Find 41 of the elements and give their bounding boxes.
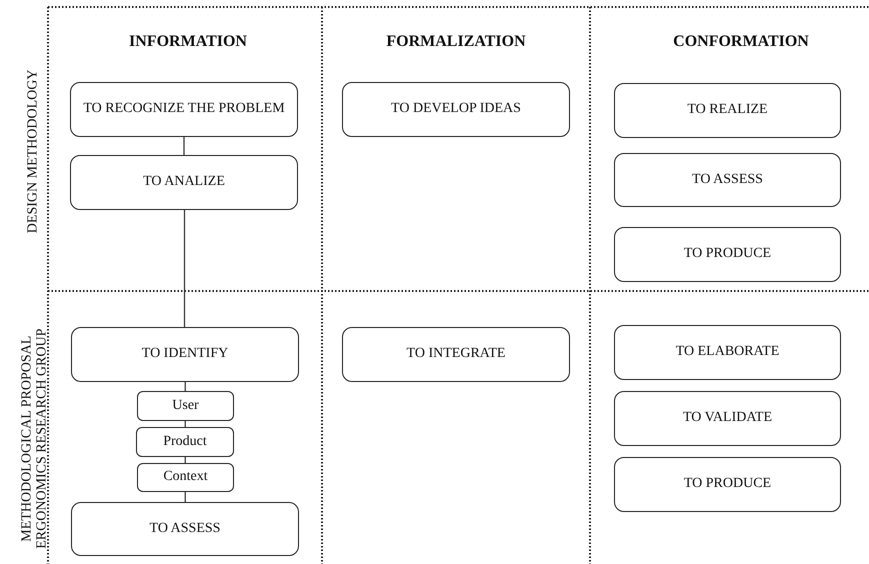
connector-line <box>183 137 185 155</box>
box-label: User <box>172 398 199 414</box>
box-label: TO DEVELOP IDEAS <box>391 101 521 118</box>
process-box <box>137 463 234 492</box>
process-box <box>614 391 841 446</box>
box-label: TO PRODUCE <box>684 476 772 493</box>
box-label: TO ASSESS <box>692 172 763 188</box>
box-label: TO ELABORATE <box>676 344 780 361</box>
column-heading: CONFORMATION <box>673 33 809 51</box>
process-box <box>70 155 298 210</box>
box-label: TO PRODUCE <box>684 246 772 263</box>
box-label: TO ANALIZE <box>143 174 225 191</box>
connector-line <box>184 382 186 391</box>
box-label: TO RECOGNIZE THE PROBLEM <box>83 101 285 118</box>
connector-line <box>184 457 186 463</box>
process-box <box>614 457 841 512</box>
box-label: TO VALIDATE <box>682 410 772 427</box>
process-box <box>342 82 570 137</box>
process-box <box>136 427 234 457</box>
column-heading: INFORMATION <box>129 33 247 51</box>
row-heading: DESIGN METHODOLOGY <box>26 68 42 236</box>
column-heading: FORMALIZATION <box>386 33 526 51</box>
process-box <box>342 327 570 382</box>
box-label: TO ASSESS <box>150 520 220 538</box>
box-label: TO IDENTIFY <box>142 346 228 363</box>
process-box <box>71 327 299 382</box>
box-label: TO REALIZE <box>687 102 768 119</box>
box-label: TO INTEGRATE <box>406 346 506 363</box>
connector-line <box>184 492 186 502</box>
process-box <box>614 83 841 138</box>
process-box <box>70 82 298 137</box>
row-heading: METHODOLOGICAL PROPOSAL ERGONOMICS RESEARCH GROUP <box>20 328 50 551</box>
connector-line <box>184 421 186 427</box>
box-label: Context <box>163 469 208 486</box>
process-box <box>614 325 841 380</box>
process-box <box>614 227 841 282</box>
process-box <box>137 391 234 421</box>
process-box <box>614 153 841 207</box>
box-label: Product <box>163 434 207 450</box>
connector-line <box>184 210 186 327</box>
process-box <box>71 502 299 556</box>
